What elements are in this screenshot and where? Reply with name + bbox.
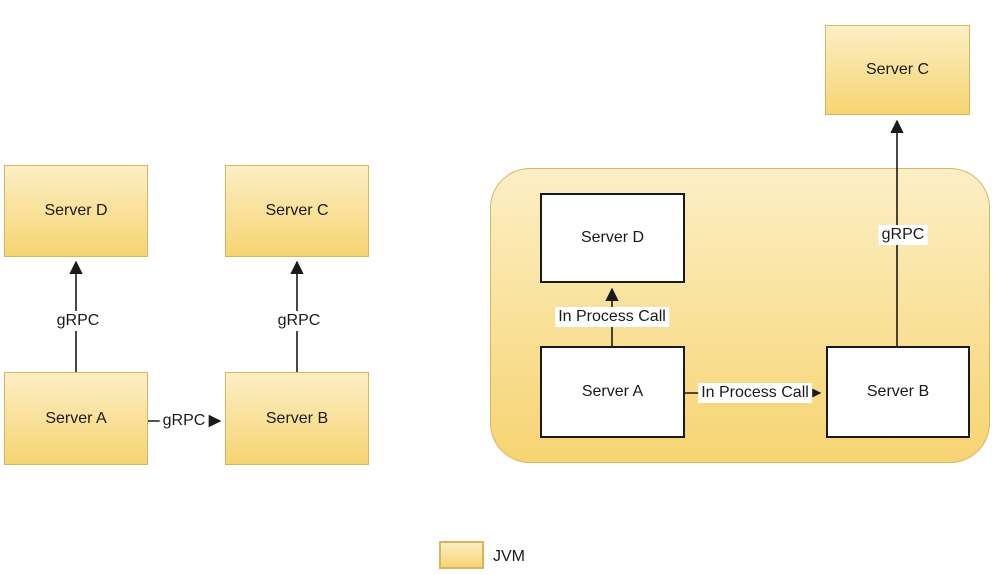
node-label: Server A — [581, 383, 644, 400]
node-label: Server A — [45, 409, 107, 427]
edge-label-grpc-a-d-left: gRPC — [53, 311, 103, 331]
node-label: Server B — [265, 409, 329, 427]
node-label: Server D — [44, 202, 108, 219]
legend-jvm-label: JVM — [493, 548, 525, 565]
node-label: Server C — [265, 202, 329, 219]
node-label: Server C — [865, 61, 930, 78]
node-server-b-left: Server B — [225, 372, 369, 465]
legend-jvm-swatch — [439, 541, 484, 569]
edge-label-inprocess-a-b-right: In Process Call — [698, 383, 812, 403]
node-server-a-left: Server A — [4, 372, 148, 465]
edge-label-grpc-b-c-right: gRPC — [878, 225, 928, 245]
node-label: Server B — [866, 383, 930, 400]
node-server-a-right: Server A — [540, 346, 685, 438]
edge-label-grpc-a-b-left: gRPC — [159, 411, 209, 431]
edge-label-inprocess-a-d-right: In Process Call — [555, 307, 669, 327]
node-server-c-left: Server C — [225, 165, 369, 257]
node-server-b-right: Server B — [826, 346, 970, 438]
node-server-d-left: Server D — [4, 165, 148, 257]
edge-label-grpc-b-c-left: gRPC — [274, 311, 324, 331]
node-label: Server D — [580, 229, 645, 246]
node-server-d-right: Server D — [540, 193, 685, 283]
node-server-c-right: Server C — [825, 25, 970, 115]
